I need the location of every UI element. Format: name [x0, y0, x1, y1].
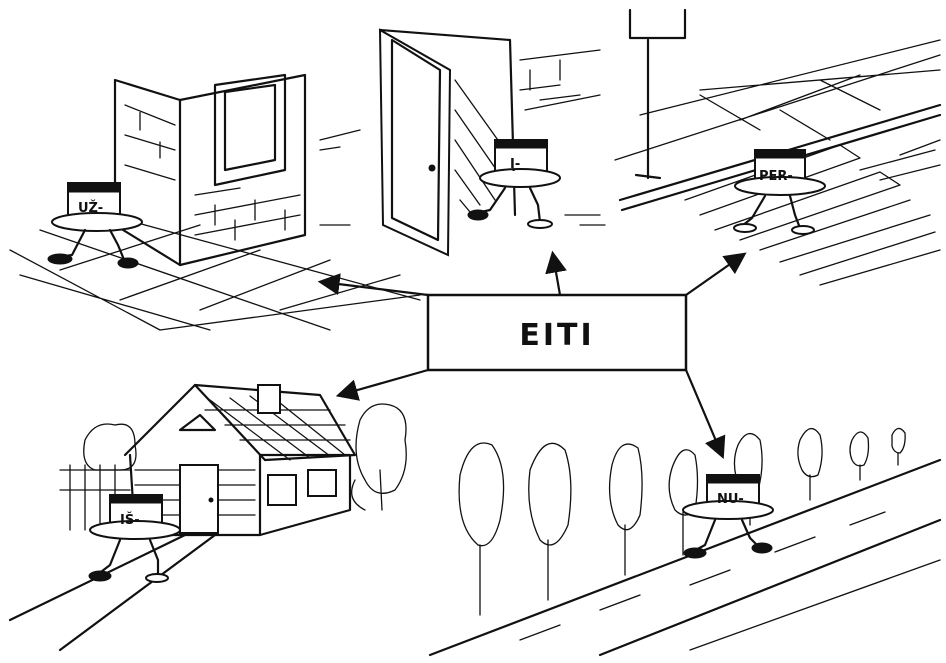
arrow-to-per — [686, 255, 743, 295]
tree-road-scene: NU- — [430, 428, 940, 655]
nu-prefix-character: NU- — [683, 475, 773, 558]
uz-prefix-character: UŽ- — [48, 183, 142, 268]
arrow-to-i — [553, 255, 560, 295]
nu-prefix-label: NU- — [717, 492, 744, 507]
street-crossing-scene: PER- — [615, 10, 940, 285]
house-scene: IŠ- — [10, 385, 406, 650]
verb-box: EITI — [428, 295, 686, 370]
is-prefix-character: IŠ- — [89, 495, 180, 582]
roadside-trees — [459, 428, 905, 615]
per-prefix-label: PER- — [759, 169, 793, 184]
verb-label: EITI — [519, 318, 594, 353]
wall-corner-scene: UŽ- — [10, 75, 420, 330]
uz-prefix-label: UŽ- — [78, 200, 103, 216]
i-prefix-label: Į- — [510, 157, 520, 172]
doorway-scene: Į- — [320, 30, 605, 255]
arrow-to-nu — [686, 370, 722, 455]
is-prefix-label: IŠ- — [120, 512, 140, 528]
arrow-to-is — [340, 370, 428, 395]
